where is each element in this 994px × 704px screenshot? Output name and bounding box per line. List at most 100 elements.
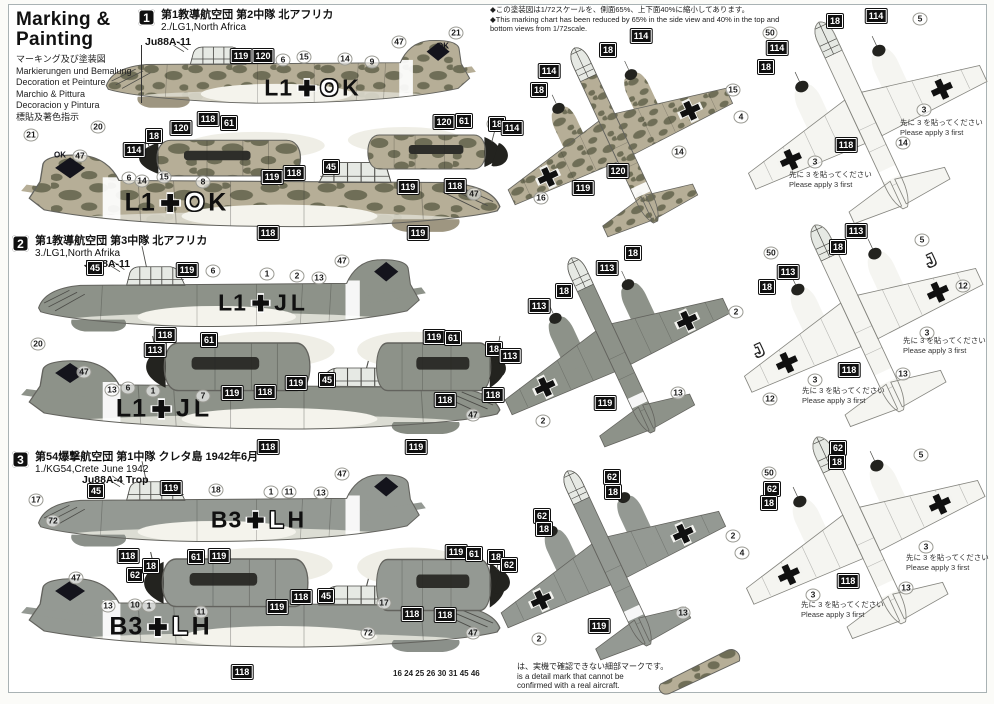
decal-callout-badge: 45 <box>87 484 105 498</box>
decal-callout-badge: 118 <box>254 385 276 399</box>
decal-callout-badge: 119 <box>208 549 230 563</box>
code-left: L1 <box>124 188 156 217</box>
tail-fin-code: OK <box>437 41 449 51</box>
decal-callout-badge: 119 <box>397 180 419 194</box>
decal-callout-badge: 61 <box>200 333 218 347</box>
scheme-number-badge: 3 <box>12 451 29 468</box>
decal-callout-badge: 119 <box>266 600 288 614</box>
decal-callout-badge: 18 <box>599 43 617 57</box>
decal-callout-number: 47 <box>72 149 88 163</box>
decal-callout-badge: 18 <box>760 496 778 510</box>
decal-callout-number: 50 <box>763 246 779 260</box>
scheme-title-en: 3./LG1,North Afrika <box>35 248 121 259</box>
title-translation-line: Markierungen und Bemalung <box>16 65 132 76</box>
underwing-code-letter: J <box>750 339 768 362</box>
decal-callout-number: 2 <box>535 414 551 428</box>
decal-callout-number: 18 <box>208 483 224 497</box>
decal-callout-badge: 119 <box>285 376 307 390</box>
decal-callout-number: 3 <box>918 540 934 554</box>
decal-callout-number: 1 <box>259 267 275 281</box>
decal-callout-badge: 61 <box>465 547 483 561</box>
decal-callout-number: 6 <box>120 381 136 395</box>
scale-note-en: ◆This marking chart has been reduced by … <box>490 14 780 34</box>
decal-callout-badge: 62 <box>603 470 621 484</box>
apply-first-note: 先に 3 を貼ってください Please apply 3 first <box>802 386 885 405</box>
code-letter-1: O <box>320 74 340 101</box>
apply-first-jp: 先に 3 を貼ってください <box>900 118 983 127</box>
decal-callout-number: 5 <box>913 448 929 462</box>
apply-first-en: Please apply 3 first <box>900 127 964 137</box>
scheme-title-jp: 第1教導航空団 第2中隊 北アフリカ <box>161 9 334 21</box>
code-letter-2: H <box>287 506 306 533</box>
decal-callout-number: 3 <box>916 103 932 117</box>
decal-callout-badge: 118 <box>434 393 456 407</box>
decal-callout-badge: 120 <box>607 164 629 178</box>
decal-callout-number: 2 <box>725 529 741 543</box>
decal-callout-badge: 18 <box>142 559 160 573</box>
decal-callout-number: 9 <box>364 55 380 69</box>
decal-callout-number: 13 <box>895 367 911 381</box>
decal-callout-badge: 113 <box>144 343 166 357</box>
decal-callout-number: 47 <box>465 408 481 422</box>
decal-callout-badge: 114 <box>766 41 788 55</box>
decal-callout-number: 47 <box>465 626 481 640</box>
decal-callout-badge: 119 <box>594 396 616 410</box>
decal-callout-number: 72 <box>360 626 376 640</box>
decal-callout-number: 10 <box>127 598 143 612</box>
decal-callout-number: 6 <box>275 53 291 67</box>
fuselage-cross-icon <box>245 510 266 530</box>
apply-first-note: 先に 3 を貼ってください Please apply 3 first <box>801 600 884 619</box>
decal-callout-number: 5 <box>914 233 930 247</box>
scale-note: ◆この塗装図は1/72スケールを、側面65%、上下面40%に縮小してあります。 … <box>490 5 790 34</box>
variant-leader-line <box>141 45 142 103</box>
decal-callout-number: 21 <box>23 128 39 142</box>
apply-first-jp: 先に 3 を貼ってください <box>801 600 884 609</box>
code-letter-2: K <box>208 188 228 217</box>
decal-callout-badge: 62 <box>500 558 518 572</box>
decal-callout-badge: 119 <box>176 263 198 277</box>
fuselage-cross-icon <box>150 398 173 420</box>
title-translation-line: Decoration et Peinture <box>16 77 106 87</box>
decal-callout-number: 13 <box>311 271 327 285</box>
decal-callout-number: 12 <box>762 392 778 406</box>
decal-callout-badge: 118 <box>835 138 857 152</box>
decal-callout-badge: 118 <box>837 574 859 588</box>
decal-callout-number: 20 <box>30 337 46 351</box>
code-left: L1 <box>218 289 247 316</box>
decal-callout-number: 1 <box>141 599 157 613</box>
detail-mark-en1: is a detail mark that cannot be <box>517 671 624 681</box>
decal-callout-number: 3 <box>807 373 823 387</box>
decal-callout-badge: 61 <box>187 550 205 564</box>
fuselage-cross-icon <box>147 616 169 638</box>
code-letter-2: L <box>290 289 306 316</box>
decal-callout-number: 6 <box>205 264 221 278</box>
decal-callout-number: 17 <box>376 596 392 610</box>
apply-first-en: Please apply 3 first <box>802 395 866 405</box>
decal-callout-badge: 118 <box>154 328 176 342</box>
decal-callout-number: 50 <box>761 466 777 480</box>
decal-callout-number: 1 <box>145 384 161 398</box>
decal-callout-number: 17 <box>28 493 44 507</box>
tail-fin-code: OK <box>54 150 66 160</box>
aircraft-variant-label: Ju88A-11 <box>145 36 192 48</box>
scheme-section-header: 1 第1教導航空団 第2中隊 北アフリカ 2./LG1,North Africa <box>138 9 333 34</box>
decal-callout-number: 72 <box>45 514 61 528</box>
decal-callout-badge: 18 <box>535 522 553 536</box>
decal-callout-badge: 118 <box>257 226 279 240</box>
decal-callout-badge: 119 <box>572 181 594 195</box>
decal-callout-badge: 18 <box>828 455 846 469</box>
title-translation-line: マーキング及び塗装図 <box>16 54 106 64</box>
decal-callout-number: 20 <box>90 120 106 134</box>
decal-callout-badge: 119 <box>407 226 429 240</box>
decal-callout-number: 3 <box>807 155 823 169</box>
decal-callout-number: 15 <box>725 83 741 97</box>
scheme-section-header: 3 第54爆撃航空団 第1中隊 クレタ島 1942年6月 1./KG54,Cre… <box>12 451 258 476</box>
decal-callout-badge: 18 <box>826 14 844 28</box>
decal-callout-number: 4 <box>733 110 749 124</box>
apply-first-en: Please apply 3 first <box>789 179 853 189</box>
decal-callout-badge: 62 <box>126 568 144 582</box>
code-left: L1 <box>115 394 147 423</box>
